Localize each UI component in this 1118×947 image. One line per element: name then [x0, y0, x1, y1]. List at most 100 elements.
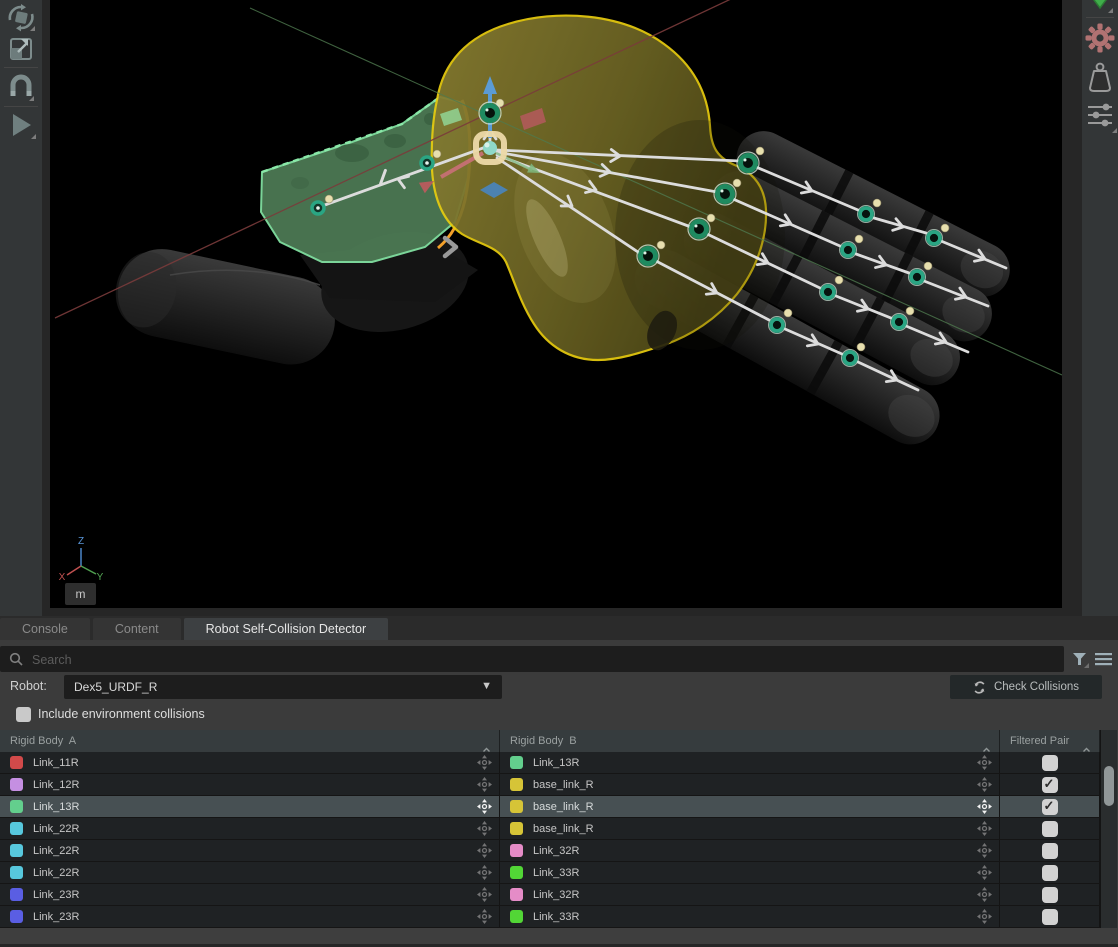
focus-crosshair-icon[interactable]: [477, 755, 492, 773]
rigid-body-a-name: Link_11R: [33, 756, 79, 769]
scale-tool-icon[interactable]: [0, 36, 42, 62]
world-y-axis-line: [249, 7, 1063, 376]
tab-robot-self-collision-detector[interactable]: Robot Self-Collision Detector: [183, 618, 389, 640]
world-x-axis-line: [54, 0, 731, 319]
rigid-body-a-name: Link_22R: [33, 822, 80, 835]
focus-crosshair-icon[interactable]: [477, 909, 492, 927]
body-color-swatch: [10, 844, 23, 857]
body-color-swatch: [510, 844, 523, 857]
rigid-body-b-name: base_link_R: [533, 778, 594, 791]
physics-gear-icon[interactable]: [1082, 23, 1118, 53]
table-scrollbar-thumb[interactable]: [1104, 766, 1114, 806]
chevron-down-icon: ▼: [481, 680, 492, 692]
robot-dropdown[interactable]: Dex5_URDF_R ▼: [64, 675, 502, 699]
table-row[interactable]: Link_13R base_link_R: [0, 796, 1100, 818]
mass-weight-icon[interactable]: [1082, 62, 1118, 94]
focus-crosshair-icon[interactable]: [977, 777, 992, 795]
menu-icon[interactable]: [1092, 648, 1114, 670]
filtered-pair-checkbox[interactable]: [1041, 864, 1058, 881]
filter-icon[interactable]: [1068, 648, 1090, 670]
body-color-swatch: [510, 910, 523, 923]
rigid-body-b-name: Link_33R: [533, 910, 580, 923]
filtered-pair-checkbox[interactable]: [1041, 776, 1058, 793]
rigid-body-a-name: Link_23R: [33, 888, 80, 901]
table-row[interactable]: Link_22R Link_33R: [0, 862, 1100, 884]
rigid-body-a-cell: Link_22R: [0, 818, 500, 839]
panel-bottom-edge: [0, 944, 1118, 947]
focus-crosshair-icon[interactable]: [977, 887, 992, 905]
focus-crosshair-icon[interactable]: [977, 821, 992, 839]
column-header-rigid-body-b[interactable]: Rigid Body B: [500, 730, 1000, 760]
check-collisions-button[interactable]: Check Collisions: [950, 675, 1102, 699]
table-row[interactable]: Link_11R Link_13R: [0, 752, 1100, 774]
panel-bottom-strip: [0, 928, 1118, 944]
rigid-body-b-cell: Link_33R: [500, 862, 1000, 883]
body-color-swatch: [10, 778, 23, 791]
filtered-pair-cell: [1000, 906, 1100, 927]
body-color-swatch: [10, 756, 23, 769]
focus-crosshair-icon[interactable]: [477, 843, 492, 861]
focus-crosshair-icon[interactable]: [977, 799, 992, 817]
rigid-body-b-cell: Link_33R: [500, 906, 1000, 927]
table-scrollbar[interactable]: [1100, 730, 1117, 928]
filtered-pair-checkbox[interactable]: [1041, 842, 1058, 859]
snap-magnet-icon[interactable]: [0, 72, 42, 101]
viewport-right-toolbar: [1082, 0, 1118, 616]
filter-sliders-icon[interactable]: [1082, 102, 1118, 133]
focus-crosshair-icon[interactable]: [477, 865, 492, 883]
viewport-expand-chevron-icon[interactable]: [442, 235, 459, 259]
tab-content[interactable]: Content: [92, 618, 181, 640]
rigid-body-a-cell: Link_13R: [0, 796, 500, 817]
joint-rings: [310, 101, 943, 367]
check-collisions-label: Check Collisions: [993, 681, 1079, 693]
rotate-tool-icon[interactable]: [0, 4, 42, 32]
body-color-swatch: [510, 888, 523, 901]
body-color-swatch: [10, 822, 23, 835]
search-bar: [0, 646, 1064, 674]
column-header-filtered-pair[interactable]: Filtered Pair: [1000, 730, 1100, 760]
table-row[interactable]: Link_23R Link_33R: [0, 906, 1100, 928]
filtered-pair-checkbox[interactable]: [1041, 886, 1058, 903]
table-row[interactable]: Link_12R base_link_R: [0, 774, 1100, 796]
filtered-pair-cell: [1000, 752, 1100, 773]
filtered-pair-checkbox[interactable]: [1041, 820, 1058, 837]
body-color-swatch: [510, 866, 523, 879]
play-icon[interactable]: [0, 112, 42, 139]
viewport-3d[interactable]: Z X Y m: [50, 0, 1063, 608]
table-header: Rigid Body A Rigid Body B Filtered Pair: [0, 730, 1100, 760]
filtered-pair-checkbox[interactable]: [1041, 754, 1058, 771]
rigid-body-a-name: Link_23R: [33, 910, 80, 923]
robot-label: Robot:: [10, 679, 47, 693]
table-row[interactable]: Link_23R Link_32R: [0, 884, 1100, 906]
body-color-swatch: [10, 888, 23, 901]
focus-crosshair-icon[interactable]: [977, 865, 992, 883]
svg-text:Y: Y: [97, 572, 104, 583]
environment-collisions-checkbox[interactable]: [16, 706, 31, 722]
transform-gizmo[interactable]: [418, 76, 546, 198]
focus-crosshair-icon[interactable]: [477, 821, 492, 839]
filtered-pair-checkbox[interactable]: [1041, 798, 1058, 815]
focus-crosshair-icon[interactable]: [977, 843, 992, 861]
focus-crosshair-icon[interactable]: [477, 887, 492, 905]
search-icon: [9, 652, 23, 666]
unit-badge[interactable]: m: [65, 583, 96, 605]
tab-console[interactable]: Console: [0, 618, 90, 640]
filtered-pair-cell: [1000, 884, 1100, 905]
filtered-pair-cell: [1000, 818, 1100, 839]
table-row[interactable]: Link_22R Link_32R: [0, 840, 1100, 862]
rigid-body-b-cell: Link_32R: [500, 840, 1000, 861]
search-input[interactable]: [30, 646, 1034, 674]
filtered-pair-checkbox[interactable]: [1041, 908, 1058, 925]
axis-orientation-gizmo[interactable]: Z X Y: [59, 536, 104, 583]
table-row[interactable]: Link_22R base_link_R: [0, 818, 1100, 840]
column-header-rigid-body-a[interactable]: Rigid Body A: [0, 730, 500, 760]
focus-crosshair-icon[interactable]: [977, 755, 992, 773]
focus-crosshair-icon[interactable]: [477, 799, 492, 817]
focus-crosshair-icon[interactable]: [477, 777, 492, 795]
rigid-body-a-cell: Link_23R: [0, 906, 500, 927]
rigid-body-b-name: base_link_R: [533, 822, 594, 835]
focus-crosshair-icon[interactable]: [977, 909, 992, 927]
mesh-icon[interactable]: [1082, 0, 1118, 15]
viewport-3d-scene[interactable]: Z X Y m: [50, 0, 1063, 608]
